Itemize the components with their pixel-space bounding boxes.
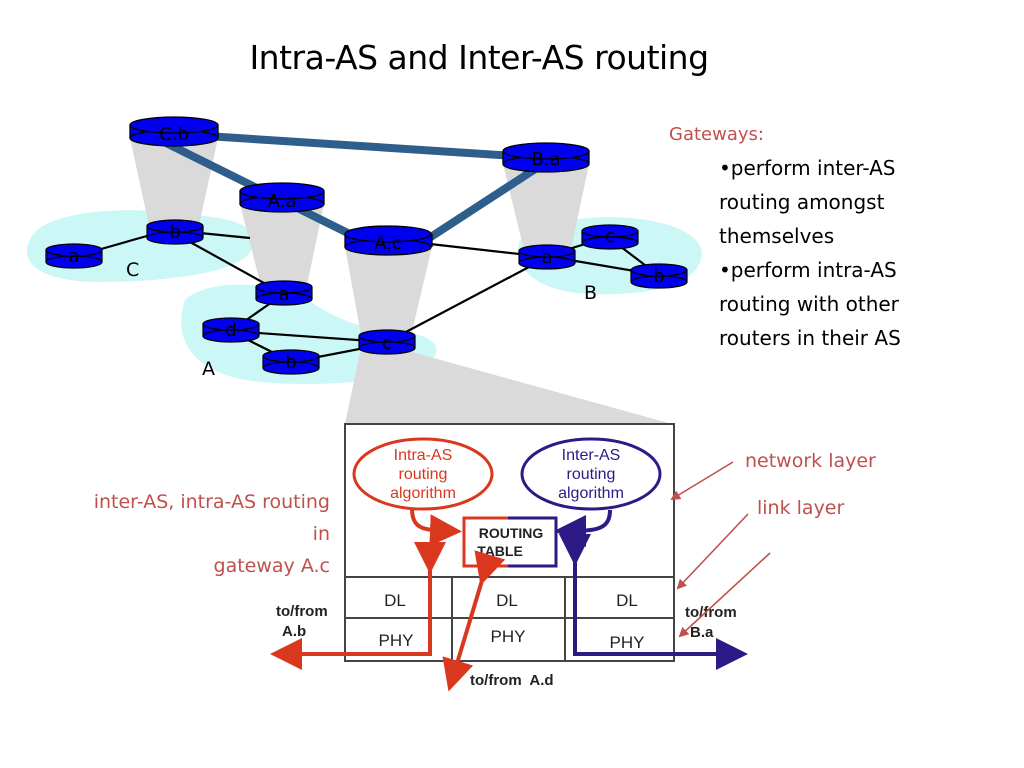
inter-algo-line-3: algorithm bbox=[558, 485, 624, 502]
cone-ac bbox=[345, 247, 432, 340]
routing-table-line-1: ROUTING bbox=[479, 525, 544, 541]
router-b-b-label: b bbox=[653, 266, 664, 287]
tofrom-ab-line-2: A.b bbox=[282, 623, 306, 640]
intra-as-algorithm bbox=[352, 437, 494, 511]
gateways-bullets: •perform inter-AS routing amongst themse… bbox=[719, 151, 959, 355]
path-to-ad bbox=[442, 550, 506, 692]
path-to-ab bbox=[270, 542, 446, 670]
cone-aa bbox=[240, 204, 324, 290]
router-b-a: a bbox=[518, 244, 576, 270]
router-aa-label: A.a bbox=[268, 191, 297, 212]
intra-algo-line-2: routing bbox=[399, 466, 448, 483]
intra-algo-line-1: Intra-AS bbox=[394, 447, 453, 464]
network-layer-arrow bbox=[670, 461, 734, 501]
router-ac: A.c bbox=[344, 225, 433, 256]
tofrom-ba-line-1: to/from bbox=[685, 604, 737, 621]
tofrom-ab-line-1: to/from bbox=[276, 603, 328, 620]
phy-label-1: PHY bbox=[379, 631, 414, 650]
router-ac-label: A.c bbox=[374, 233, 402, 254]
cone-zoom bbox=[345, 352, 672, 424]
cone-ba bbox=[503, 164, 589, 254]
path-to-ba bbox=[559, 534, 748, 670]
router-b-a-label: a bbox=[541, 247, 552, 268]
inter-algo-line-2: routing bbox=[567, 466, 616, 483]
router-a-d: d bbox=[202, 317, 260, 343]
gateways-bullet-2: •perform intra-AS routing with other rou… bbox=[719, 258, 901, 350]
router-a-a-label: a bbox=[278, 284, 289, 305]
link-layer-label: link layer bbox=[757, 497, 845, 519]
tofrom-ba-line-2: B.a bbox=[690, 624, 714, 641]
caption-line-2: in bbox=[312, 523, 330, 545]
router-a-c: c bbox=[358, 329, 416, 355]
router-b-b: b bbox=[630, 263, 688, 289]
router-cb-label: C.b bbox=[159, 124, 189, 145]
slide-title: Intra-AS and Inter-AS routing bbox=[249, 38, 709, 77]
router-ba-label: B.a bbox=[531, 149, 560, 170]
dl-label-3: DL bbox=[616, 591, 638, 610]
network-layer-label: network layer bbox=[745, 450, 876, 472]
link-layer-arrow-2 bbox=[678, 552, 771, 638]
routing-table-line-2: TABLE bbox=[477, 543, 523, 559]
router-a-b: b bbox=[262, 349, 320, 375]
inter-as-algorithm bbox=[520, 437, 662, 511]
dl-label-1: DL bbox=[384, 591, 406, 610]
link-layer-arrow-1 bbox=[676, 513, 749, 590]
as-label-a: A bbox=[202, 358, 215, 380]
router-c-a-label: a bbox=[68, 246, 79, 267]
intra-algo-line-3: algorithm bbox=[390, 485, 456, 502]
phy-label-2: PHY bbox=[491, 627, 526, 646]
gateways-bullet-1: •perform inter-AS routing amongst themse… bbox=[719, 156, 896, 248]
gateways-heading: Gateways: bbox=[669, 124, 764, 145]
phy-label-3: PHY bbox=[610, 633, 645, 652]
router-c-a: a bbox=[45, 243, 103, 269]
router-ba: B.a bbox=[502, 142, 590, 173]
gateway-detail-box: Intra-AS routing algorithm Inter-AS rout… bbox=[344, 423, 675, 662]
caption-line-3: gateway A.c bbox=[213, 555, 330, 577]
router-cb: C.b bbox=[129, 116, 219, 147]
router-c-b-label: b bbox=[169, 222, 180, 243]
router-a-d-label: d bbox=[225, 320, 236, 341]
caption-line-1: inter-AS, intra-AS routing bbox=[93, 491, 330, 513]
router-a-b-label: b bbox=[285, 352, 296, 373]
router-b-c-label: c bbox=[605, 226, 615, 247]
inter-algo-line-1: Inter-AS bbox=[562, 447, 621, 464]
gateways-note: Gateways: •perform inter-AS routing amon… bbox=[669, 124, 959, 355]
router-aa: A.a bbox=[239, 182, 325, 213]
router-c-b: b bbox=[146, 219, 204, 245]
router-a-a: a bbox=[255, 280, 313, 306]
as-label-b: B bbox=[584, 282, 597, 304]
gateway-caption: inter-AS, intra-AS routing in gateway A.… bbox=[40, 486, 330, 582]
router-a-c-label: c bbox=[382, 333, 392, 354]
dl-label-2: DL bbox=[496, 591, 518, 610]
tofrom-ad: to/from A.d bbox=[470, 672, 554, 689]
router-b-c: c bbox=[581, 224, 639, 250]
as-label-c: C bbox=[126, 259, 139, 281]
